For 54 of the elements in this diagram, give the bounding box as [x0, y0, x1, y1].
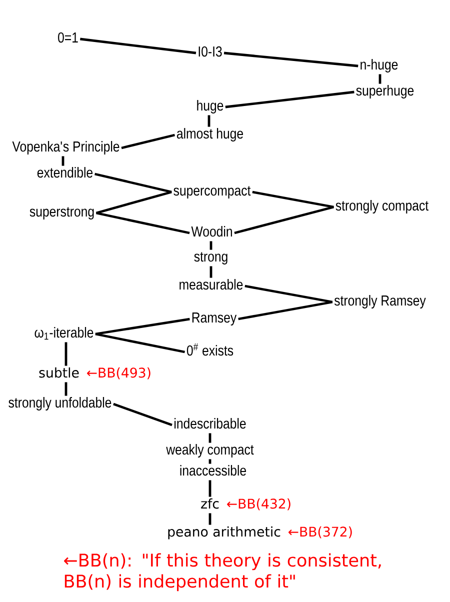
- node-label: ω$_{1}$-iterable: [34, 327, 94, 340]
- connector-line: [252, 190, 334, 208]
- connector-line: [225, 90, 354, 108]
- node-label: huge: [197, 100, 224, 114]
- annotation: ←BB(493): [87, 367, 150, 380]
- annotation: ←BB(432): [227, 498, 290, 510]
- connector-line: [95, 332, 185, 354]
- node-label: n-huge: [360, 59, 398, 72]
- connector-line: [96, 212, 190, 234]
- node-label: superhuge: [356, 85, 414, 98]
- connector-line: [95, 318, 190, 336]
- footnote: ←BB(n): "If this theory is consistent, BB(n) is independent of it": [64, 553, 381, 592]
- connector-line: [62, 156, 64, 166]
- node-label: subtle: [39, 367, 79, 378]
- connector-line: [121, 134, 176, 150]
- connector-line: [80, 38, 196, 54]
- node-label: strongly unfoldable: [8, 397, 112, 411]
- node-label: extendible: [37, 167, 93, 178]
- node-label: strongly Ramsey: [334, 295, 426, 309]
- node-label: Vopenka's Principle: [12, 141, 120, 155]
- connector-line: [96, 190, 172, 214]
- node-label: measurable: [180, 279, 243, 290]
- connector-line: [208, 459, 212, 464]
- connector-line: [64, 382, 68, 396]
- node-label: inaccessible: [180, 465, 246, 476]
- node-label: Ramsey: [192, 312, 237, 326]
- connector-line: [210, 241, 212, 250]
- node-label: strong: [194, 252, 228, 265]
- node-label: supercompact: [174, 186, 251, 199]
- connector-line: [234, 206, 334, 234]
- connector-line: [208, 480, 212, 497]
- node-label: Woodin: [191, 226, 232, 237]
- node-label: indescribable: [174, 418, 246, 429]
- node-label: zfc: [201, 498, 219, 509]
- node-label: strongly compact: [336, 200, 428, 214]
- connector-line: [64, 342, 68, 366]
- node-label: weakly compact: [166, 444, 254, 458]
- connector-line: [238, 300, 333, 320]
- node-label: peano arithmetic: [168, 526, 280, 540]
- node-label: 0$^{#}$ exists: [186, 343, 234, 356]
- node-label: superstrong: [30, 207, 94, 220]
- connector-line: [208, 115, 210, 127]
- node-label: I0-I3: [198, 46, 222, 57]
- connector-line: [244, 284, 333, 304]
- connector-line: [208, 513, 212, 525]
- connector-line: [224, 52, 358, 68]
- node-label: almost huge: [176, 128, 243, 142]
- node-label: 0=1: [58, 32, 78, 43]
- connector-line: [210, 266, 212, 278]
- connector-line: [378, 74, 382, 84]
- connector-line: [94, 172, 172, 194]
- connector-line: [113, 402, 172, 426]
- connector-line: [208, 433, 212, 443]
- annotation: ←BB(372): [288, 526, 352, 538]
